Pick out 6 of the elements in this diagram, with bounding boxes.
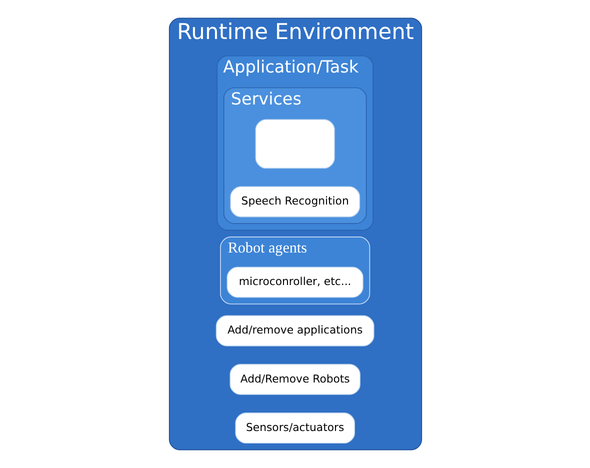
- node-box: microconroller, etc...: [226, 266, 363, 298]
- node-box: Speech Recognition: [230, 186, 360, 218]
- node-box: Add/remove applications: [215, 315, 374, 346]
- node-box: [254, 119, 334, 169]
- node-box: Sensors/actuators: [234, 412, 354, 444]
- node-box: Add/Remove Robots: [229, 364, 360, 395]
